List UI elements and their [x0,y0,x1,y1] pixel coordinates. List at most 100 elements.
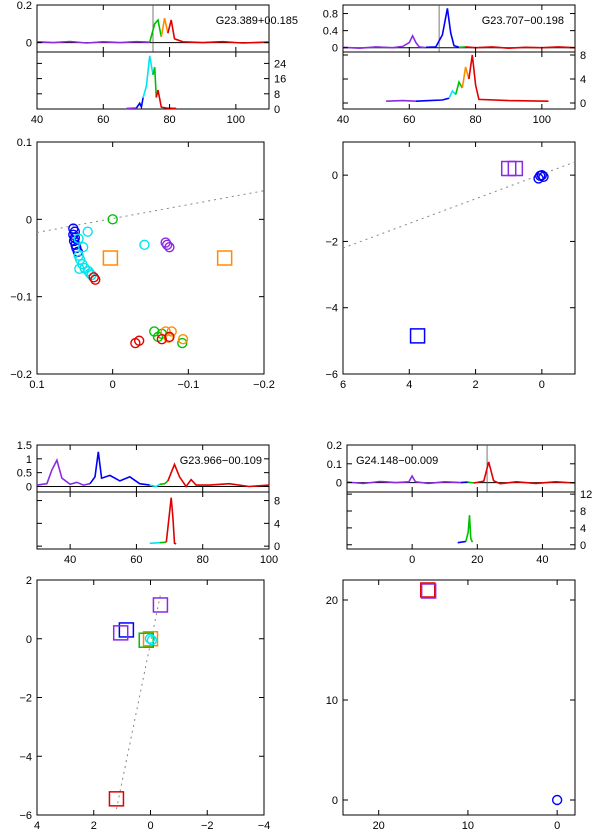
scatter-1-circle-33 [177,334,189,345]
scatter-2-xtick-label-1: 4 [406,379,412,391]
spectrum-top-4-series-3 [473,461,576,485]
spectrum-top-2-series-3 [465,46,576,50]
spectrum-top-1-series-2 [160,18,169,38]
scatter-3-frame [36,579,265,816]
spectrum-top-4-ytick-label-2: 0.2 [327,440,342,452]
scatter-4-square-0 [420,582,436,598]
spectrum-top-1-ytick-label-0: 0 [26,38,32,50]
scatter-1-fit-line [36,190,265,233]
spectrum-bottom-3-frame [36,491,270,550]
spectrum-top-3-ytick-label-1: 0.5 [17,468,32,480]
scatter-1-xtick-label-2: −0.1 [177,379,199,391]
scatter-1-circle-20 [107,214,118,225]
spectrum-bottom-3-series-1 [159,541,167,544]
scatter-1-circle-36 [130,337,141,349]
spectrum-bottom-3-ytick-label-1: 4 [274,518,280,530]
scatter-1-frame [36,141,265,375]
scatter-4-circle-0 [551,794,563,806]
scatter-1-circle-23 [164,241,175,253]
scatter-2-square-1 [507,160,524,177]
spectrum-bottom-2-xtick-label-0: 40 [337,114,349,126]
spectrum-top-1-series-3 [167,19,270,44]
scatter-2-circle-3 [533,173,544,184]
scatter-1-ytick-label-2: −0.1 [10,292,32,304]
spectrum-bottom-4-ytick-label-3: 12 [580,489,592,501]
scatter-2-ytick-label-2: −4 [325,303,338,315]
spectrum-bottom-2-xtick-label-3: 100 [533,114,551,126]
spectrum-bottom-2-series-1 [415,97,450,102]
spectrum-bottom-1-frame [36,51,270,110]
scatter-1-ytick-label-1: 0 [26,214,32,226]
scatter-3-square-5 [108,791,125,807]
spectrum-top-3: 00.511.5 [17,440,270,493]
spectrum-bottom-1-series-1 [135,97,144,110]
spectrum-top-2-series-1 [425,8,460,49]
spectrum-bottom-4-series-1 [465,515,474,543]
spectrum-bottom-3-series-2 [165,497,177,545]
spectrum-top-4-frame [346,444,576,493]
spectrum-top-3-series-3 [159,480,169,486]
scatter-4-ytick-label-2: 20 [326,595,338,607]
spectrum-bottom-1-series-2 [142,55,154,98]
spectrum-top-3-ytick-label-3: 1.5 [17,440,32,452]
scatter-2-ytick-label-1: −2 [325,236,338,248]
scatter-1-circle-34 [164,331,175,343]
spectrum-bottom-4-xtick-label-1: 20 [471,554,483,566]
scatter-3-ytick-label-4: −6 [19,810,32,822]
scatter-3-circle-0 [144,633,156,644]
scatter-3-ytick-label-0: 2 [26,575,32,587]
spectrum-top-3-series-0 [36,458,91,486]
scatter-3-xtick-label-1: 2 [91,820,97,832]
spectrum-bottom-1-xtick-label-3: 100 [227,114,245,126]
spectrum-bottom-4-ytick-label-2: 8 [580,506,586,518]
scatter-1-circle-22 [161,239,173,251]
source-name-3: G23.966−00.109 [180,455,262,467]
spectrum-bottom-4-frame [346,491,576,550]
spectrum-bottom-3-xtick-label-1: 60 [130,554,142,566]
scatter-2-ytick-label-3: −6 [325,369,338,381]
spectrum-bottom-3-xtick-label-3: 100 [260,554,278,566]
spectrum-bottom-2-series-5 [468,54,549,102]
scatter-1-circle-25 [90,274,101,285]
scatter-2-xtick-label-0: 6 [340,379,346,391]
spectrum-bottom-3-series-0 [149,541,160,545]
spectrum-bottom-1-xtick-label-1: 60 [97,114,109,126]
spectrum-top-3-series-2 [149,483,161,488]
spectrum-bottom-3-xtick-label-0: 40 [64,554,76,566]
scatter-2-square-2 [409,328,426,344]
scatter-3-ytick-label-2: −2 [19,693,32,705]
scatter-1-ytick-label-0: 0.1 [17,137,32,149]
spectrum-bottom-2-series-2 [448,89,457,99]
scatter-1-circle-31 [166,326,177,337]
scatter-1-circle-37 [156,334,168,345]
scatter-4-ytick-label-0: 0 [332,795,338,807]
spectrum-bottom-4-ytick-label-0: 0 [580,540,586,552]
scatter-1-circle-18 [82,226,93,237]
scatter-1-ytick-label-3: −0.2 [10,369,32,381]
scatter-3-square-2 [112,625,129,641]
spectrum-top-4-ytick-label-1: 0.1 [327,459,342,471]
spectrum-top-2-ytick-label-0: 0 [332,43,338,55]
scatter-2-circle-1 [536,169,548,181]
source-name-4: G24.148−00.009 [356,455,438,467]
source-name-1: G23.389+00.185 [216,15,298,27]
spectrum-top-4-series-2 [467,481,475,484]
spectrum-bottom-1-ytick-label-3: 24 [274,58,286,70]
scatter-4-frame [342,579,576,816]
scatter-4-xtick-label-1: 10 [462,820,474,832]
spectrum-bottom-2-ytick-label-2: 8 [580,50,586,62]
scatter-3-xtick-label-0: 4 [34,820,40,832]
spectrum-top-4-series-0 [346,474,462,485]
spectrum-bottom-2-series-0 [386,99,416,102]
spectrum-bottom-1-ytick-label-1: 8 [274,89,280,101]
spectrum-top-2-series-0 [342,33,426,50]
scatter-4-square-1 [420,583,437,599]
scatter-3-xtick-label-3: −2 [201,820,214,832]
